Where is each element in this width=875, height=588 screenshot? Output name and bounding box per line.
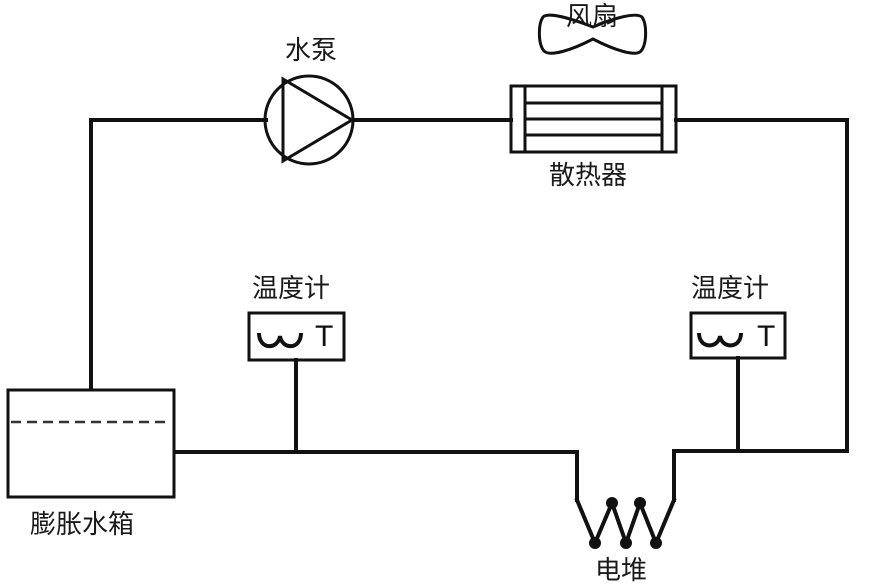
pump-label: 水泵 <box>285 36 338 66</box>
radiator-label: 散热器 <box>549 161 628 191</box>
thermometer-left-icon <box>247 311 346 362</box>
expansion-tank-icon <box>6 388 176 499</box>
radiator-icon <box>509 84 678 154</box>
stack-label: 电堆 <box>595 556 648 586</box>
pipe-tank-to-pump <box>89 118 268 390</box>
thermometer-left-label: 温度计 <box>252 274 331 304</box>
fan-icon <box>537 13 648 55</box>
fan-label: 风扇 <box>566 2 619 32</box>
thermometer-right-icon <box>689 311 787 360</box>
pump-icon <box>263 74 355 166</box>
pipe-tank-to-stack <box>173 450 579 502</box>
fuel-cell-stack-icon <box>574 497 677 550</box>
pipe-network <box>89 118 849 502</box>
thermometer-right-label: 温度计 <box>691 274 770 304</box>
expansion-tank-label: 膨胀水箱 <box>30 510 135 540</box>
thermometer-right-unit: T <box>757 320 776 353</box>
thermometer-left-unit: T <box>315 320 334 353</box>
pipe-radiator-to-stack <box>672 118 849 502</box>
